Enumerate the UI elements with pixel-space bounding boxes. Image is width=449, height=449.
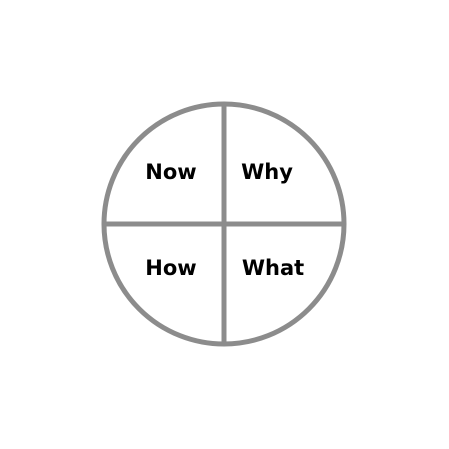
quadrant-label-how: How <box>145 256 196 280</box>
quadrant-label-now: Now <box>145 160 196 184</box>
quadrant-label-what: What <box>242 256 304 280</box>
quadrant-label-why: Why <box>241 160 293 184</box>
